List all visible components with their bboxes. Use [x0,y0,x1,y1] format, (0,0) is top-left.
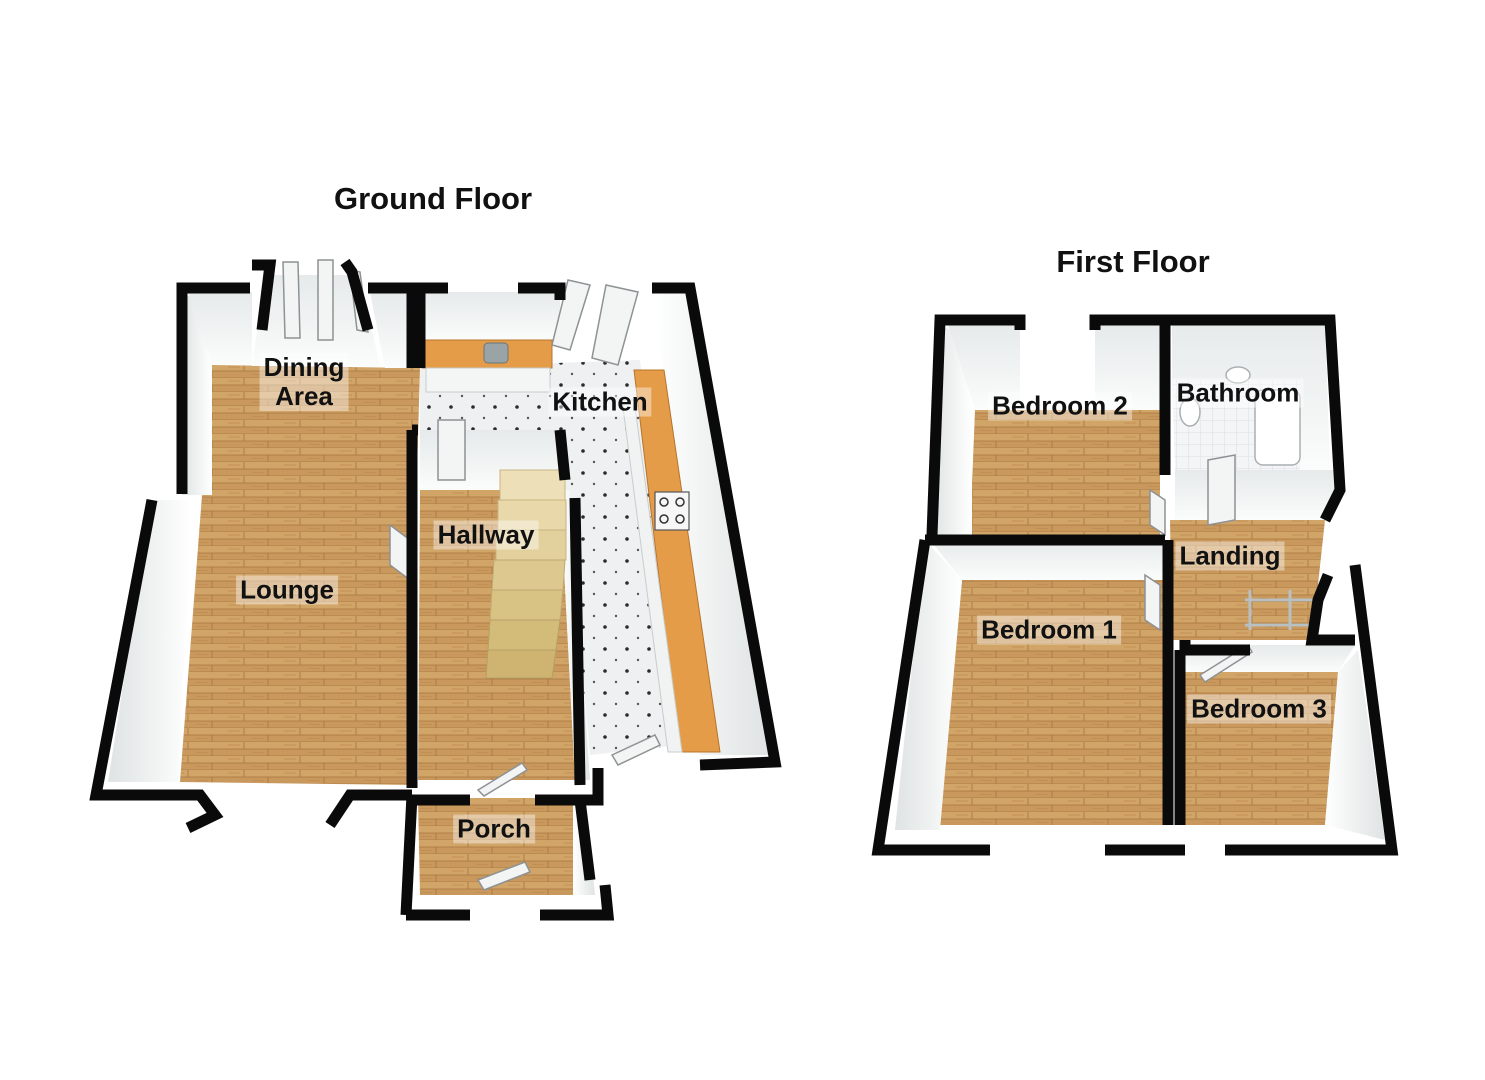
first-walls [871,314,1399,856]
bedroom3-floor [1185,672,1338,825]
basin-icon [1225,366,1251,384]
staircase [485,469,567,679]
room-label-bathroom: Bathroom [1172,378,1304,408]
room-label-bedroom-1: Bedroom 1 [977,615,1121,645]
room-label-porch: Porch [453,814,535,844]
room-label-lounge: Lounge [236,575,338,605]
dining-lounge-floor [180,365,420,785]
bedroom2-floor [970,410,1160,535]
stair-banister [1245,590,1322,630]
room-label-landing: Landing [1175,541,1285,571]
ground-walls [89,258,782,921]
bedroom2-north-face-2 [1095,325,1160,410]
room-label-bedroom-3: Bedroom 3 [1187,694,1331,724]
bedroom1-floor [940,580,1168,825]
lounge-west-wall-face [182,296,212,495]
ground-floor-plan [89,258,782,921]
dining-north-wall-face [188,292,252,365]
bathroom-fixtures [1179,366,1301,466]
bedroom1-north-face [930,540,1165,580]
bedroom2-window-face [1020,325,1095,380]
sink-icon [483,342,509,364]
kitchen-units [421,339,721,753]
room-label-bedroom-2: Bedroom 2 [988,391,1132,421]
landing-floor [1170,520,1325,640]
ground-floor-title: Ground Floor [333,181,533,216]
bedroom3-east-face [1325,650,1385,840]
lounge-west-wall-face-2 [108,500,192,782]
hob-icon [654,491,690,531]
first-floor-plan [871,314,1399,856]
bathtub-icon [1254,389,1301,466]
landing-north-face [1175,470,1335,520]
bedroom2-north-face [948,325,1020,410]
room-label-hallway: Hallway [433,520,539,550]
ground-doors [282,259,662,891]
kitchen-east-wall-face [655,292,770,755]
kitchen-floor [420,360,680,755]
first-floor-title: First Floor [1056,244,1210,279]
bedroom1-west-face [895,540,962,830]
kitchen-north-wall-face [420,292,560,340]
bathroom-north-face [1172,320,1330,470]
room-label-kitchen: Kitchen [548,387,652,417]
porch-floor [418,798,575,895]
room-label-dining-area: Dining Area [259,353,349,411]
dining-east-wall-face [370,292,412,368]
toilet-icon [1179,397,1201,427]
